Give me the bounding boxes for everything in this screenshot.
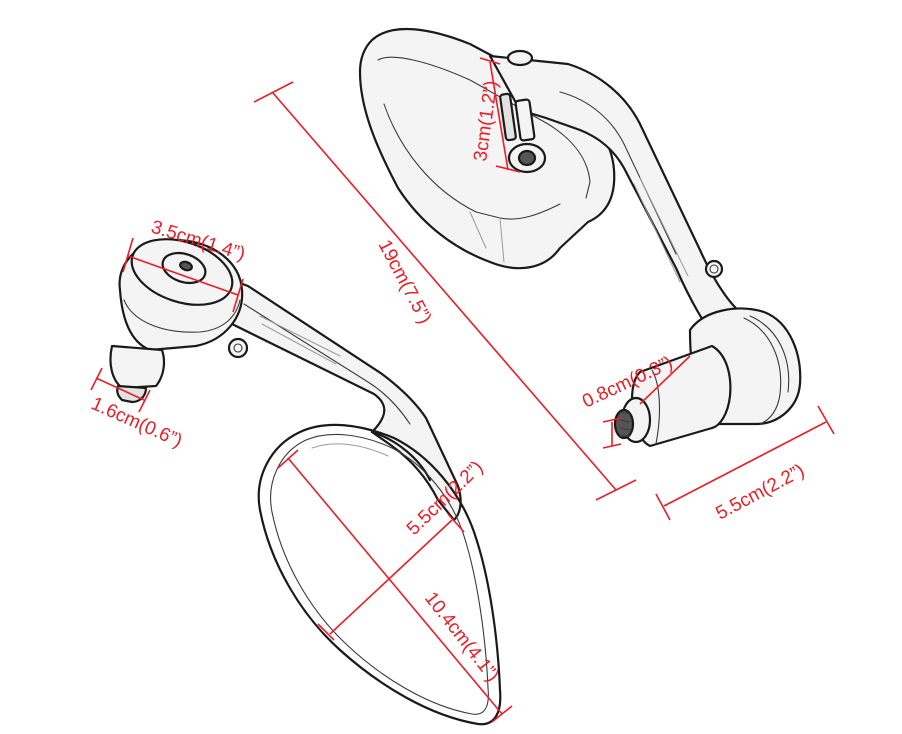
left-mirror [109, 238, 502, 726]
pivot-knob [118, 238, 244, 352]
bar-end-plug [109, 344, 166, 404]
dim-mirror-width: 5.5cm(2.2”) [317, 457, 487, 641]
bar-end-plug [613, 344, 732, 448]
label-overall-length: 19cm(7.5”) [374, 236, 436, 327]
adjust-screw [704, 259, 724, 279]
mirror-glass [257, 423, 502, 726]
right-mirror [358, 27, 802, 448]
label-base-length: 5.5cm(2.2”) [712, 460, 808, 524]
stem-bolt [499, 49, 547, 174]
set-screw [227, 337, 249, 359]
arm [170, 256, 462, 522]
